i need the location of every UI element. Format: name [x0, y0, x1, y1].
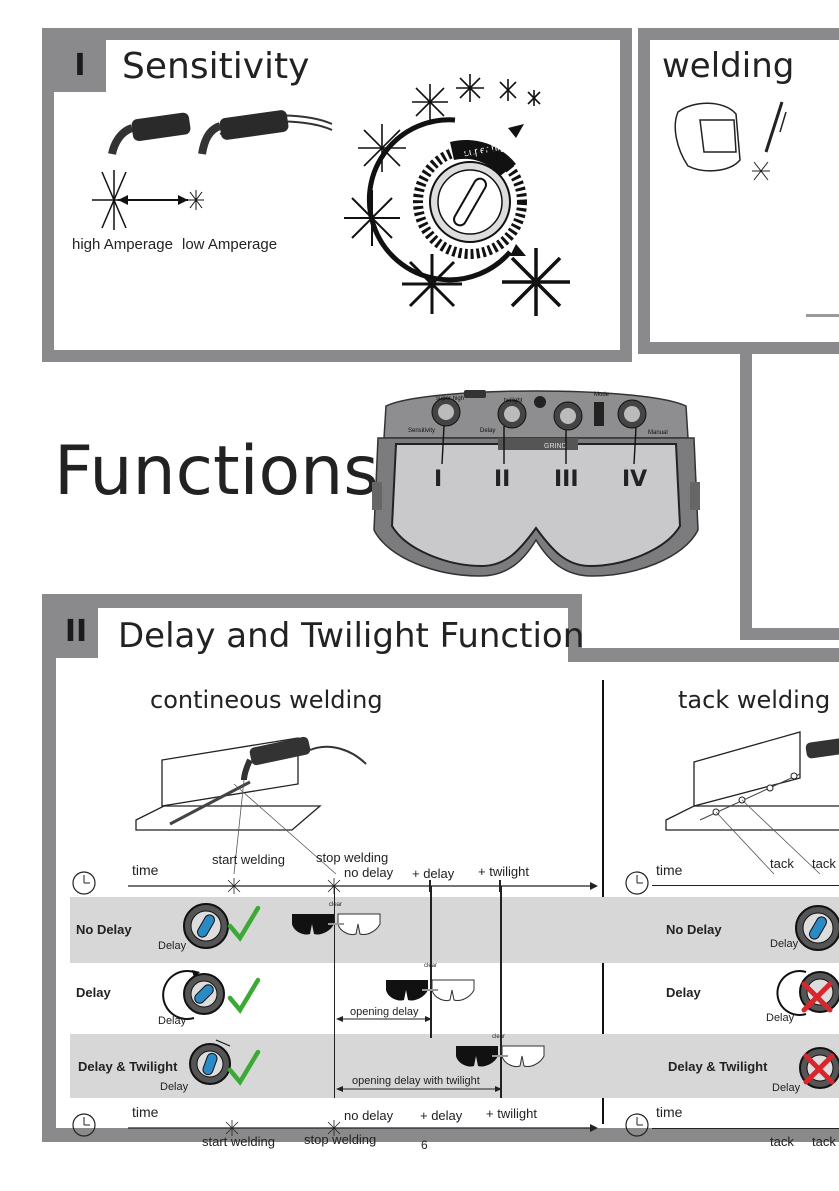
tack-knob-label-no-delay: Delay [770, 938, 799, 950]
no-delay-label-bottom: no delay [344, 1108, 394, 1123]
row-label-tack-no-delay: No Delay [666, 922, 722, 937]
panel-label-mode: Mode [594, 392, 610, 398]
continuous-weld-illustration [135, 736, 367, 875]
sensitivity-title: Sensitivity [122, 46, 310, 87]
clear-label-no-delay: clear [329, 902, 343, 908]
plus-delay-label-bottom: + delay [420, 1108, 463, 1123]
goggles-no-delay-icon [292, 913, 381, 935]
page-number: 6 [421, 1138, 428, 1152]
cross-icon-tack-twilight [803, 1053, 835, 1085]
plus-twilight-label-bottom: + twilight [486, 1106, 537, 1121]
clear-label-twilight: clear [492, 1034, 506, 1040]
clock-icon-tack [625, 871, 649, 895]
clear-label-delay: clear [424, 963, 438, 969]
delay-section-title: Delay and Twilight Function [118, 616, 585, 656]
panel-label-super-high: super high [436, 396, 464, 402]
row-label-delay: Delay [76, 985, 111, 1000]
helmet-torch-illustration [674, 101, 787, 181]
low-amperage-label: low Amperage [182, 236, 278, 253]
knob-label-delay: Delay [158, 1015, 187, 1027]
panel-marker-i: I [434, 467, 442, 492]
row-label-no-delay: No Delay [76, 922, 132, 937]
check-icon-no-delay [227, 905, 261, 942]
check-icon-delay [227, 977, 261, 1014]
clock-icon-bottom [72, 1113, 96, 1137]
panel-marker-iv: IV [622, 467, 647, 492]
functions-title: Functions [54, 432, 379, 511]
continuous-title: contineous welding [150, 686, 383, 714]
delay-knob-delay-icon [162, 970, 225, 1020]
panel-marker-iii: III [554, 467, 579, 492]
no-delay-label-top: no delay [344, 865, 394, 880]
time-label-tack-top: time [656, 862, 683, 878]
opening-delay-twilight-arrow [336, 1086, 502, 1092]
row-label-delay-twilight: Delay & Twilight [78, 1059, 178, 1074]
opening-delay-arrow [336, 1016, 432, 1022]
section-tag-delay: II [54, 606, 98, 658]
plus-twilight-label-top: + twilight [478, 864, 529, 879]
timeline-tack-bottom [652, 1128, 839, 1129]
sensitivity-dial-illustration: super high [344, 74, 570, 316]
delay-section-frame [42, 594, 582, 608]
high-amperage-label: high Amperage [72, 236, 173, 253]
time-label-tack-bottom: time [656, 1104, 683, 1120]
panel-label-delay: Delay [480, 428, 495, 434]
connector-frame [740, 342, 839, 640]
delay-knob-no-delay-icon [183, 903, 229, 949]
row-label-tack-delay: Delay [666, 985, 701, 1000]
guide-delay [430, 886, 432, 1038]
stop-welding-label-bottom: stop welding [304, 1132, 377, 1147]
delay-section-frame-left [42, 594, 56, 1142]
delay-knob-twilight-icon [189, 1039, 231, 1085]
tack-title: tack welding [678, 686, 831, 714]
clock-icon [72, 871, 96, 895]
goggles-delay-icon [386, 979, 475, 1001]
panel-label-sensitivity: Sensitivity [408, 428, 435, 434]
torch-illustration [92, 110, 333, 230]
tack-weld-illustration [665, 731, 839, 875]
panel-label-twilight: twilight [504, 398, 523, 404]
knob-label-no-delay: Delay [158, 940, 187, 952]
opening-delay-twilight-label: opening delay with twilight [352, 1075, 480, 1087]
knob-label-delay-twilight: Delay [160, 1081, 189, 1093]
tack-knob-label-delay: Delay [766, 1012, 795, 1024]
cross-icon-tack-delay [801, 981, 833, 1013]
section-tag-sensitivity: I [54, 40, 106, 92]
goggles-twilight-icon [456, 1045, 545, 1067]
sensitivity-panel [42, 28, 632, 362]
tack-knob-label-twilight: Delay [772, 1082, 801, 1094]
panel-marker-ii: II [494, 467, 510, 492]
plus-delay-label-top: + delay [412, 866, 455, 881]
connector-line [806, 314, 839, 317]
delay-section-frame-step [568, 594, 582, 662]
start-welding-label-top: start welding [212, 852, 285, 867]
time-label-top: time [132, 862, 159, 878]
guide-stop [334, 886, 335, 1098]
stop-welding-label-top: stop welding [316, 850, 389, 865]
helmet-control-panel: Sensitivity Delay Mode Manual super high… [372, 390, 700, 577]
tack-label-bottom-2: tack [812, 1134, 836, 1149]
tack-label-bottom-1: tack [770, 1134, 794, 1149]
connector-frame-top [650, 342, 752, 354]
clock-icon-tack-bottom [625, 1113, 649, 1137]
time-label-bottom: time [132, 1104, 159, 1120]
timeline-tack-top [652, 885, 839, 886]
panel-label-grind: GRIND [544, 443, 567, 450]
tack-label-top-1: tack [770, 856, 794, 871]
panel-label-manual: Manual [648, 430, 668, 436]
opening-delay-label: opening delay [350, 1006, 419, 1018]
tack-knob-no-delay-icon [795, 905, 839, 951]
welding-title: welding [662, 46, 795, 86]
delay-section-frame-bottom [42, 1128, 839, 1142]
timeline-bottom [128, 1120, 598, 1136]
tack-label-top-2: tack [812, 856, 836, 871]
guide-twilight [500, 886, 502, 1098]
row-label-tack-delay-twilight: Delay & Twilight [668, 1059, 768, 1074]
start-welding-label-bottom: start welding [202, 1134, 275, 1149]
delay-section-frame-top [568, 648, 839, 662]
check-icon-delay-twilight [227, 1049, 261, 1086]
